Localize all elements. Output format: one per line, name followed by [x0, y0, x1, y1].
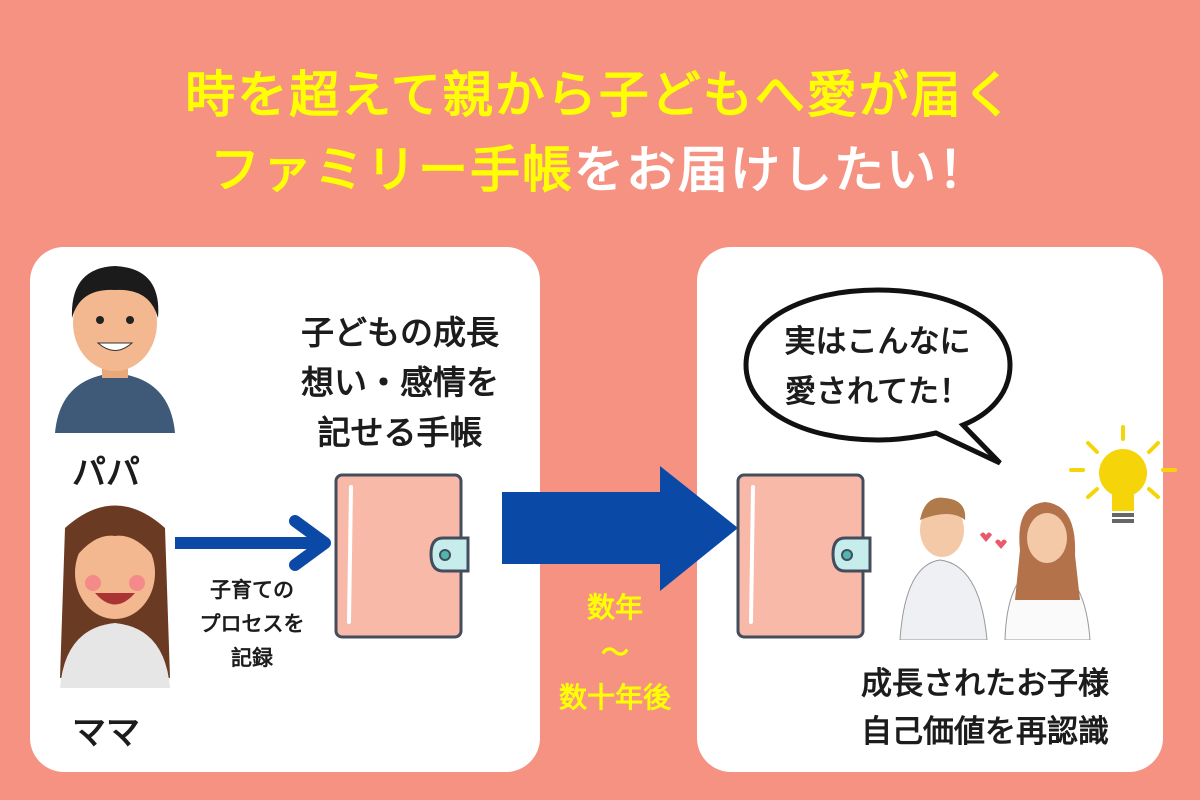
notebook-icon [736, 473, 872, 639]
arrow-caption-line: 記録 [231, 646, 273, 670]
couple-illustration-icon [899, 497, 1091, 640]
arrow-caption-line: プロセスを [199, 612, 305, 636]
notebook-icon [334, 473, 470, 639]
speech-bubble-icon [743, 287, 1013, 466]
title-rest: をお届けしたい！ [574, 141, 990, 199]
right-caption-line: 自己価値を再認識 [861, 714, 1109, 750]
right-caption-line: 成長されたお子様 [861, 666, 1109, 702]
speech-bubble-text: 実はこんなに 愛されてた！ [755, 317, 1000, 417]
timespan-label: 数年 〜 数十年後 [545, 585, 685, 720]
title-line-2: ファミリー手帳をお届けしたい！ [0, 130, 1200, 202]
timespan-line: 〜 [600, 636, 629, 669]
notebook-caption-line: 記せる手帳 [317, 413, 483, 452]
notebook-caption: 子どもの成長 想い・感情を 記せる手帳 [270, 308, 530, 458]
mama-avatar-icon [60, 505, 170, 688]
speech-line: 愛されてた！ [784, 374, 971, 410]
notebook-caption-line: 子どもの成長 [301, 313, 499, 352]
notebook-caption-line: 想い・感情を [301, 363, 499, 402]
speech-line: 実はこんなに [784, 324, 971, 360]
title-line-1: 時を超えて親から子どもへ愛が届く [185, 66, 1015, 124]
arrow-caption: 子育ての プロセスを 記録 [182, 573, 322, 675]
papa-avatar-icon [55, 266, 175, 433]
timespan-line: 数十年後 [558, 681, 671, 714]
arrow-caption-line: 子育ての [210, 578, 294, 602]
lightbulb-icon [1069, 425, 1177, 523]
timespan-line: 数年 [586, 591, 643, 624]
mama-label: ママ [72, 713, 140, 753]
title-highlight: ファミリー手帳 [210, 141, 574, 199]
right-caption: 成長されたお子様 自己価値を再認識 [830, 660, 1140, 756]
record-arrow-icon [175, 515, 331, 571]
time-arrow-icon [502, 466, 738, 591]
papa-label: パパ [72, 453, 140, 493]
